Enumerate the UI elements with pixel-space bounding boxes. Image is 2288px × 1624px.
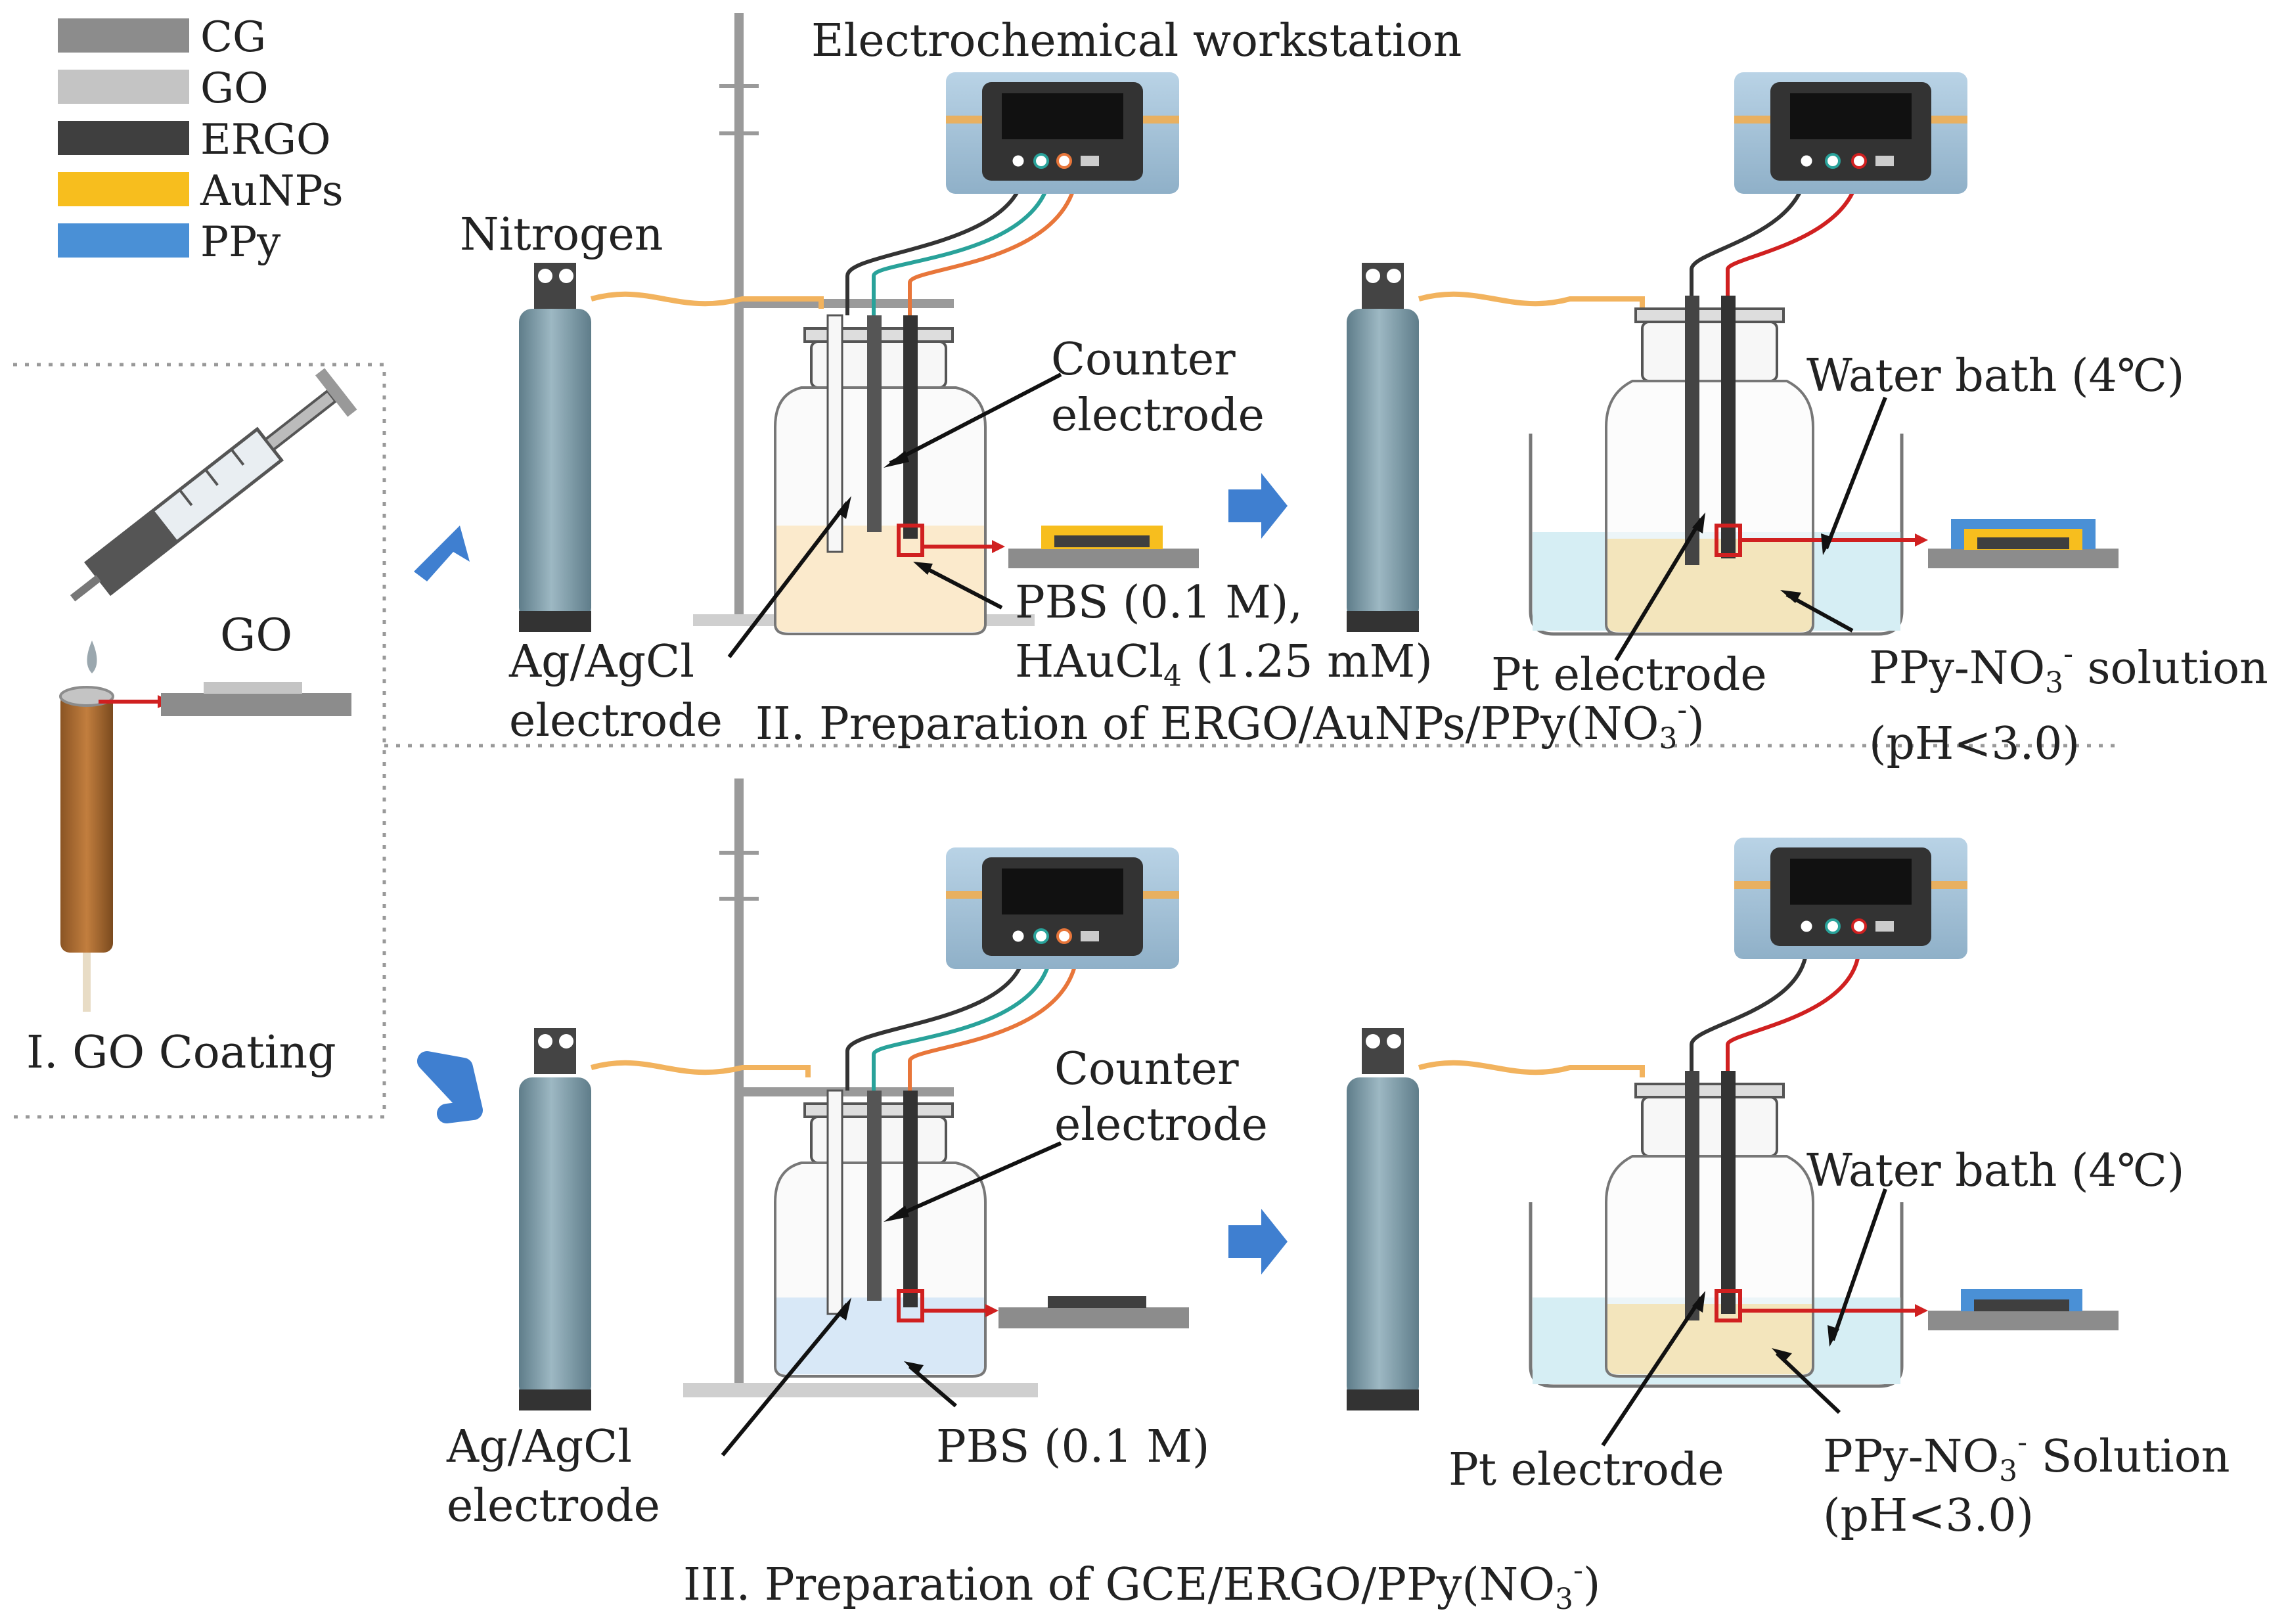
bath2-label: Water bath (4℃) [1806,1145,2184,1197]
counter1-label-a: Counter [1051,334,1236,386]
legend-label-ergo: ERGO [200,116,331,164]
step3-label: III. Preparation of GCE/ERGO/PPy(NO3-) [683,1554,1600,1616]
arrow-step3-right-icon [1228,1209,1288,1274]
nitrogen-cylinder-icon [1347,1077,1419,1399]
legend: CG GO ERGO AuNPs PPy [58,13,344,267]
counter1-label-b: electrode [1051,390,1265,441]
ph1-label: (pH<3.0) [1869,718,2080,770]
arrow-to-step2-icon [414,526,470,581]
counter2-label-a: Counter [1054,1043,1239,1095]
legend-label-cg: CG [200,13,266,62]
nitrogen-cylinder-icon [519,1077,591,1399]
pt2-label: Pt electrode [1448,1444,1724,1496]
legend-swatch-cg [58,18,189,53]
workstation-label: Electrochemical workstation [811,15,1462,67]
droplet-icon [87,641,97,673]
step2-label: II. Preparation of ERGO/AuNPs/PPy(NO3-) [755,693,1705,756]
ref2-label-b: electrode [447,1480,660,1532]
step3-setup-right: Water bath (4℃) Pt electrode PPy-NO3- So… [1347,838,2230,1542]
sol2-label: PBS (0.1 M) [936,1421,1209,1473]
step1-panel: GO I. GO Coating [13,363,2122,1119]
sol1-label-b: HAuCl4 (1.25 mM) [1015,636,1433,693]
ppysol2-label: PPy-NO3- Solution [1823,1426,2230,1488]
gce-electrode-icon [60,693,113,953]
legend-swatch-ppy [58,223,189,258]
legend-swatch-ergo [58,121,189,155]
syringe-icon [70,368,357,602]
ph2-label: (pH<3.0) [1823,1490,2034,1542]
counter2-label-b: electrode [1054,1099,1268,1151]
arrow-step2-right-icon [1228,473,1288,539]
ref2-label-a: Ag/AgCl [446,1421,632,1473]
bath1-label: Water bath (4℃) [1806,350,2184,402]
step3-setup-left: Counter electrode Ag/AgCl electrode PBS … [446,778,1268,1532]
legend-label-aunps: AuNPs [200,167,344,215]
nitrogen-cylinder-icon [1347,309,1419,621]
step1-label: I. GO Coating [26,1027,336,1079]
nitrogen-label: Nitrogen [460,209,663,261]
go-label: GO [220,610,292,662]
legend-swatch-go [58,70,189,104]
nitrogen-cylinder-icon [519,309,591,621]
ppysol1-label: PPy-NO3- solution [1869,637,2268,700]
step2-setup-right: Water bath (4℃) Pt electrode PPy-NO3- so… [1347,72,2268,770]
arrow-to-step3-icon [417,1051,483,1123]
legend-label-go: GO [200,64,269,113]
ref1-label-a: Ag/AgCl [508,636,694,688]
step2-setup-left: Electrochemical workstation Nitrogen Cou… [460,13,1705,756]
sol1-label-a: PBS (0.1 M), [1015,577,1303,629]
ref1-label-b: electrode [509,695,723,747]
legend-swatch-aunps [58,172,189,206]
legend-label-ppy: PPy [200,218,280,267]
pt1-label: Pt electrode [1491,649,1767,701]
